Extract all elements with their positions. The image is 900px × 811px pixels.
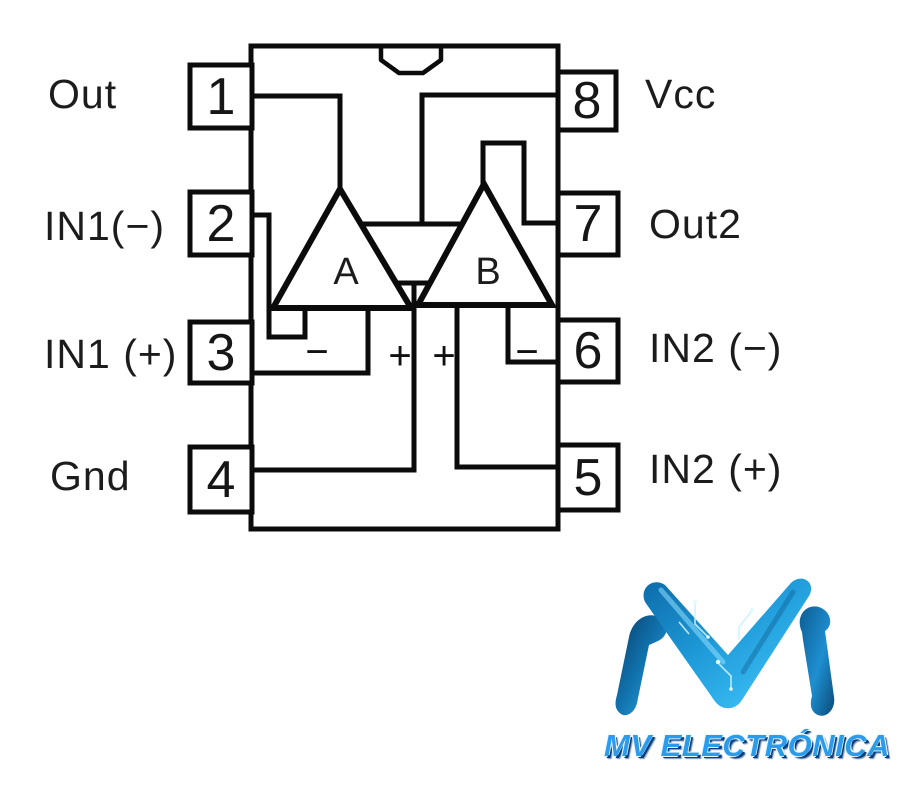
- pin7-box: [555, 190, 621, 258]
- pin2-number: 2: [206, 194, 236, 253]
- logo-v-shade: [740, 589, 796, 675]
- ampA-noninverting-sign: +: [388, 333, 412, 378]
- pin1-label-out: Out: [48, 71, 118, 117]
- pin6-label-in2-inv: IN2 (−): [649, 325, 783, 371]
- opamp-a-triangle: [267, 183, 417, 311]
- chip-body-outline: [248, 43, 561, 532]
- ampB-noninverting-sign: +: [432, 333, 456, 378]
- pin4-label-gnd: Gnd: [50, 453, 131, 499]
- pin8-number: 8: [572, 72, 602, 130]
- wire-pin8-vcc-rail: [361, 92, 560, 227]
- pin3-box: [187, 319, 255, 386]
- pin5-number: 5: [573, 448, 603, 507]
- pin3-label-in1-noninv: IN1 (+): [44, 331, 178, 377]
- pin4-box: [187, 444, 255, 515]
- logo-v-highlight: [658, 587, 726, 665]
- pin8-label-vcc: Vcc: [645, 71, 717, 117]
- wire-pin6-to-ampB-inverting: [505, 306, 560, 365]
- wire-pin5-to-ampB-noninverting: [454, 307, 560, 470]
- pin8-box: [555, 69, 619, 133]
- logo-right-stroke: [799, 606, 835, 716]
- ampB-inverting-sign: −: [515, 329, 539, 374]
- pin1-number: 1: [206, 67, 236, 126]
- logo-v-stroke: [643, 578, 812, 709]
- wire-pin2-to-ampA-inverting: [250, 212, 308, 340]
- opamp-a-letter: A: [333, 250, 359, 293]
- mv-electronica-logo: MV ELECTRÓNICA: [590, 575, 890, 780]
- pin1-box: [187, 62, 255, 131]
- pin4-number: 4: [206, 450, 236, 509]
- pin2-box: [187, 189, 255, 258]
- pin6-box: [555, 317, 621, 385]
- circuit-trace-lines: [678, 604, 752, 688]
- circuit-trace-dots: [692, 599, 755, 691]
- pin3-number: 3: [206, 323, 236, 382]
- mv-logo-text: MV ELECTRÓNICA: [604, 728, 890, 763]
- wire-pin3-to-ampA-noninverting: [250, 309, 371, 376]
- pin5-label-in2-noninv: IN2 (+): [649, 446, 783, 492]
- wire-pin4-gnd-rail: [250, 280, 428, 473]
- pin6-number: 6: [573, 322, 603, 380]
- opamp-b-letter: B: [475, 250, 501, 293]
- logo-left-stroke: [615, 615, 667, 716]
- pin2-label-in1-inv: IN1(−): [44, 203, 166, 249]
- opamp-b-triangle: [412, 177, 558, 308]
- chip-orientation-notch: [378, 48, 444, 76]
- wire-pin7-to-ampB-output: [480, 140, 560, 226]
- pin5-box: [555, 442, 621, 513]
- ampA-inverting-sign: −: [305, 329, 329, 374]
- wire-pin1-to-ampA-output: [250, 93, 343, 193]
- pin7-number: 7: [573, 195, 603, 253]
- pin7-label-out2: Out2: [649, 201, 742, 247]
- mv-logo-mark-m-icon: [615, 578, 835, 716]
